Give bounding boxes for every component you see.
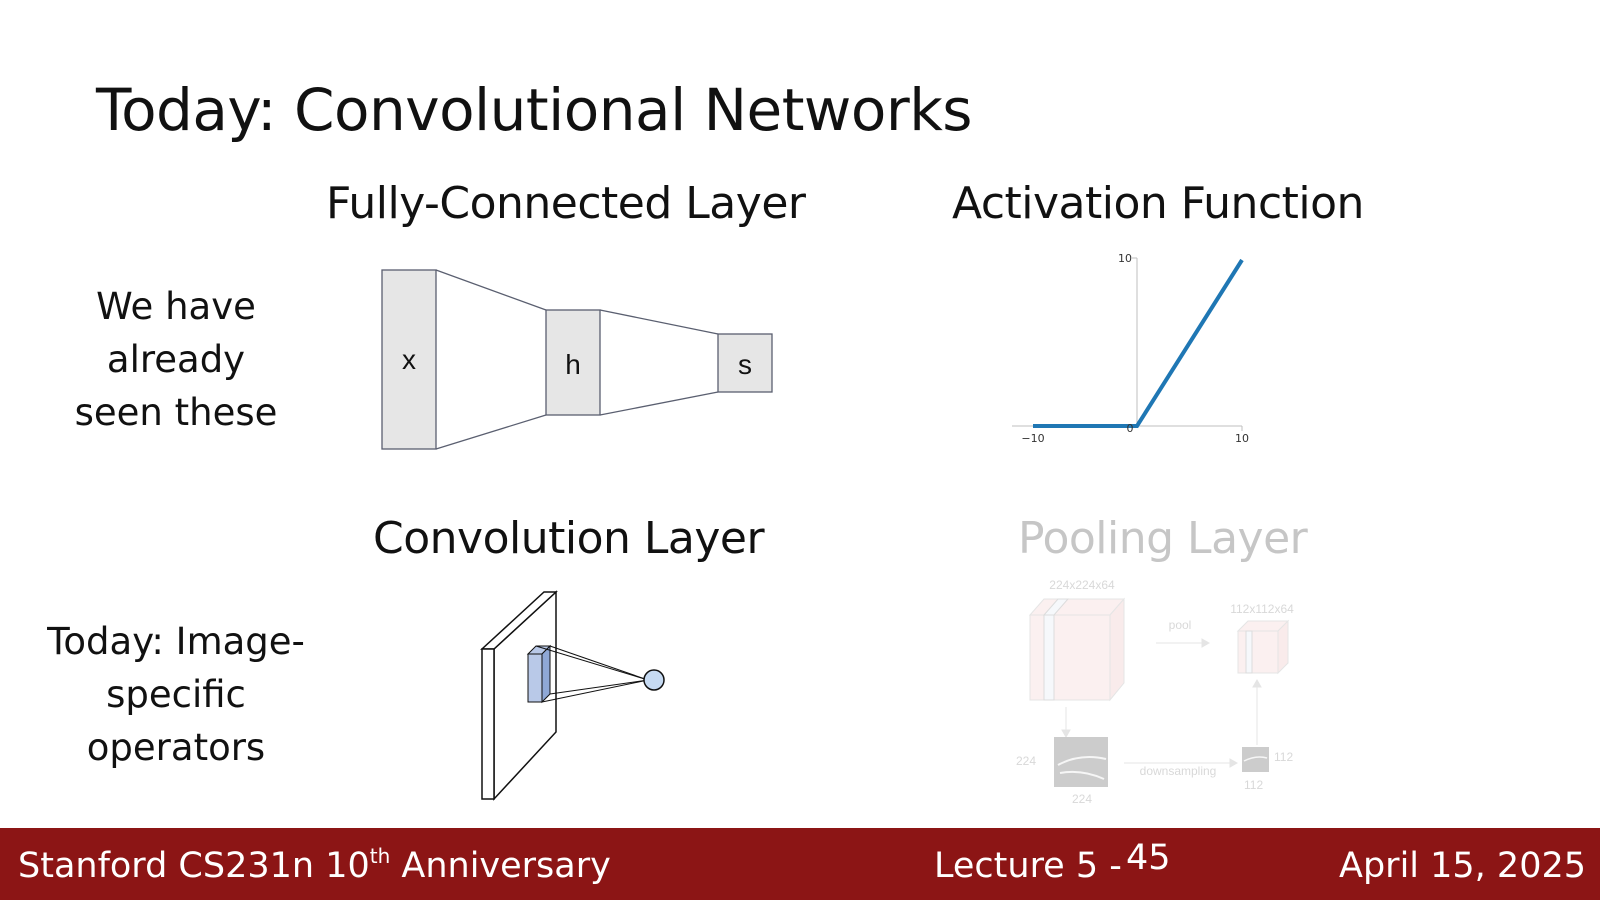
downsampling-arrow-head [1229,758,1239,768]
filter-connection [535,645,649,681]
input-layer-box [381,269,437,450]
output-neuron [643,669,665,691]
relu-line [1033,258,1244,428]
output-volume-top [1236,620,1290,632]
output-dim-right: 112 [1274,750,1293,764]
already-seen-note-line: already [106,338,246,381]
filter-front [527,653,543,703]
fully-connected-diagram: x h s [381,269,773,450]
course-name-superscript: th [369,844,391,868]
filter-connection [549,679,649,695]
input-volume-top [1028,598,1126,616]
filter-connection [549,645,649,681]
relu-plot: 10 −10 0 10 [1012,252,1249,445]
x-tick-label: −10 [1021,432,1044,445]
input-size-label: 224x224x64 [1049,578,1115,592]
x-tick-label: 10 [1235,432,1249,445]
pooling-layer-heading: Pooling Layer [1018,513,1308,564]
node-label-h: h [565,349,581,380]
connector-line [599,309,719,335]
input-dim-left: 224 [1016,754,1036,768]
fully-connected-heading: Fully-Connected Layer [326,178,806,229]
pool-arrow-head [1201,638,1211,648]
node-label-x: x [402,344,416,375]
activation-function-heading: Activation Function [952,178,1364,229]
already-seen-note: We have already seen these [16,280,336,439]
convolution-diagram [480,590,665,801]
lecture-label: Lecture 5 - [934,846,1122,886]
convolution-layer-heading: Convolution Layer [373,513,765,564]
x-tick-label: 0 [1127,422,1134,435]
connector-line [435,414,547,450]
connector-line [599,391,719,416]
already-seen-note-line: We have [96,285,256,328]
course-name-suffix: Anniversary [390,846,611,886]
course-name-main: Stanford CS231n 10 [18,846,370,886]
feature-map-texture [1057,756,1107,780]
lecture-date: April 15, 2025 [1339,846,1586,886]
course-name: Stanford CS231n 10th Anniversary [18,844,611,886]
up-arrow-head [1252,678,1262,688]
node-label-s: s [738,349,752,380]
input-volume-front [1029,614,1111,701]
output-volume-front [1237,630,1279,674]
today-note-line: specific [106,673,246,716]
feature-map-texture [1243,756,1268,762]
pool-label: pool [1169,618,1192,632]
input-volume-side [481,648,495,800]
filter-connection [541,679,649,703]
today-note: Today: Image- specific operators [16,615,336,774]
connector-line [435,269,547,311]
input-dim-bottom: 224 [1072,792,1092,806]
slide-title: Today: Convolutional Networks [96,76,973,144]
output-size-label: 112x112x64 [1230,602,1294,616]
input-volume-side [1109,597,1125,702]
input-slice-top [1042,598,1070,616]
already-seen-note-line: seen these [74,391,278,434]
pooling-diagram: 224x224x64 112x112x64 pool downsampling … [1016,578,1294,806]
down-arrow-head [1061,729,1071,739]
output-dim-bottom: 112 [1244,778,1263,792]
input-slice [1043,614,1055,701]
y-tick-label: 10 [1118,252,1132,265]
page-number: 45 [1126,838,1171,878]
hidden-layer-box [545,309,601,416]
filter-side [541,644,551,704]
input-feature-map [1054,737,1108,787]
score-layer-box [717,333,773,393]
downsampling-label: downsampling [1140,764,1217,778]
output-feature-map [1242,747,1269,772]
today-note-line: Today: Image- [47,620,305,663]
footer-bar: Stanford CS231n 10th Anniversary Lecture… [0,828,1600,900]
output-volume-side [1277,619,1289,675]
output-slice [1245,630,1253,674]
today-note-line: operators [86,726,266,769]
